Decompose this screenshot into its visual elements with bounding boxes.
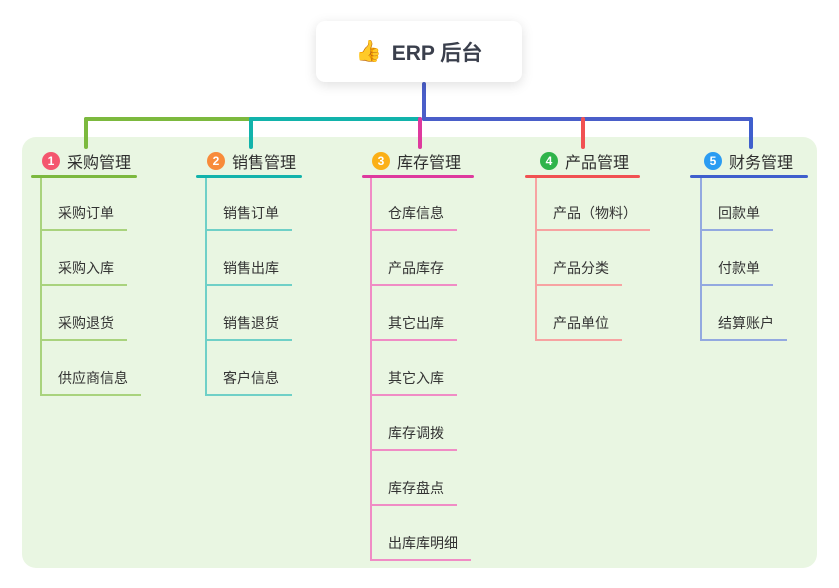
branches-panel	[22, 137, 817, 568]
child-node[interactable]: 销售订单	[205, 203, 292, 231]
branch-1-underline	[31, 175, 137, 178]
branch-3-spine	[370, 177, 372, 561]
branch-2-spine	[205, 177, 207, 396]
thumbs-up-icon: 👍	[355, 39, 382, 63]
connector-trunk-segment-2	[249, 117, 422, 121]
branch-2-label: 销售管理	[232, 155, 297, 172]
child-node[interactable]: 采购退货	[40, 313, 127, 341]
branch-4-badge: 4	[540, 152, 558, 170]
child-node[interactable]: 产品库存	[370, 258, 457, 286]
connector-trunk-segment-1	[84, 117, 253, 121]
branch-3-label: 库存管理	[397, 155, 462, 172]
child-node[interactable]: 回款单	[700, 203, 773, 231]
branch-5-label: 财务管理	[729, 155, 794, 172]
branch-5-badge: 5	[704, 152, 722, 170]
branch-5-spine	[700, 177, 702, 341]
connector-drop-branch-5	[749, 117, 753, 149]
child-node[interactable]: 销售出库	[205, 258, 292, 286]
root-node[interactable]: 👍 ERP 后台	[316, 21, 522, 82]
connector-trunk-segment-3	[422, 117, 753, 121]
child-node[interactable]: 结算账户	[700, 313, 787, 341]
child-node[interactable]: 库存调拨	[370, 423, 457, 451]
child-node[interactable]: 采购入库	[40, 258, 127, 286]
child-node[interactable]: 付款单	[700, 258, 773, 286]
child-node[interactable]: 采购订单	[40, 203, 127, 231]
child-node[interactable]: 出库库明细	[370, 533, 471, 561]
child-node[interactable]: 其它入库	[370, 368, 457, 396]
branch-5-header[interactable]: 5 财务管理	[704, 149, 793, 173]
connector-drop-branch-2	[249, 117, 253, 149]
branch-3-header[interactable]: 3 库存管理	[372, 149, 461, 173]
branch-4-spine	[535, 177, 537, 341]
branch-3-underline	[362, 175, 474, 178]
branch-1-label: 采购管理	[67, 155, 132, 172]
branch-4-header[interactable]: 4 产品管理	[540, 149, 629, 173]
child-node[interactable]: 产品分类	[535, 258, 622, 286]
connector-root-stem	[422, 82, 426, 121]
branch-4-label: 产品管理	[565, 155, 630, 172]
child-node[interactable]: 销售退货	[205, 313, 292, 341]
branch-1-header[interactable]: 1 采购管理	[42, 149, 131, 173]
branch-4-underline	[525, 175, 640, 178]
child-node[interactable]: 产品（物料）	[535, 203, 650, 231]
connector-drop-branch-1	[84, 117, 88, 149]
branch-2-header[interactable]: 2 销售管理	[207, 149, 296, 173]
root-node-label: ERP 后台	[391, 41, 483, 65]
branch-1-spine	[40, 177, 42, 396]
branch-5-underline	[690, 175, 808, 178]
connector-drop-branch-3	[418, 117, 422, 149]
child-node[interactable]: 客户信息	[205, 368, 292, 396]
branch-2-badge: 2	[207, 152, 225, 170]
child-node[interactable]: 仓库信息	[370, 203, 457, 231]
child-node[interactable]: 供应商信息	[40, 368, 141, 396]
branch-2-underline	[196, 175, 302, 178]
branch-1-badge: 1	[42, 152, 60, 170]
child-node[interactable]: 库存盘点	[370, 478, 457, 506]
connector-drop-branch-4	[581, 117, 585, 149]
branch-3-badge: 3	[372, 152, 390, 170]
child-node[interactable]: 其它出库	[370, 313, 457, 341]
child-node[interactable]: 产品单位	[535, 313, 622, 341]
